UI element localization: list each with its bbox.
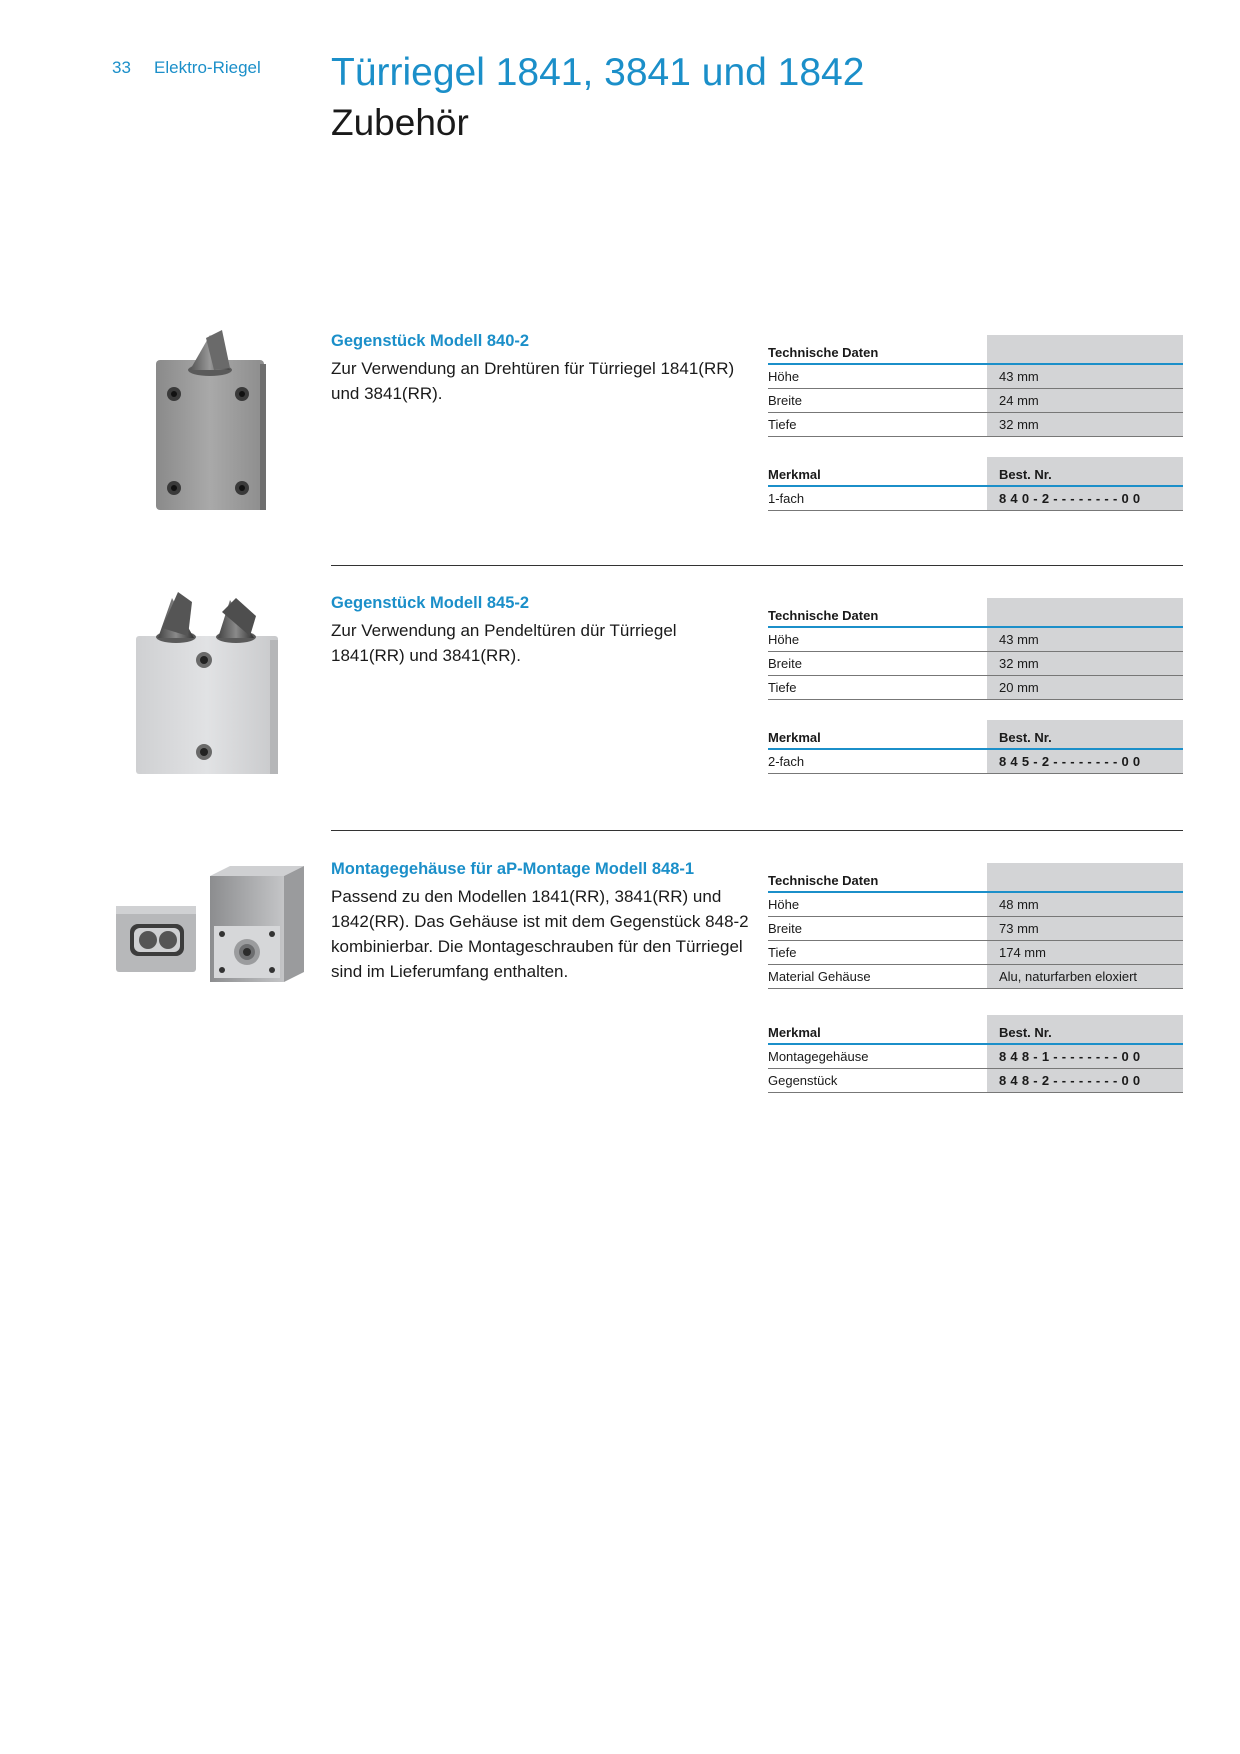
order-number: 840-2--------00 <box>987 486 1183 511</box>
spec-label: Tiefe <box>768 412 987 437</box>
spec-label: Tiefe <box>768 940 987 965</box>
spec-label: Material Gehäuse <box>768 964 987 989</box>
spec-label: Höhe <box>768 364 987 389</box>
table-header: Technische Daten <box>768 335 987 365</box>
spec-label: Breite <box>768 388 987 413</box>
order-number: 848-2--------00 <box>987 1068 1183 1093</box>
table-header: Technische Daten <box>768 863 987 893</box>
table-header-row: Technische Daten <box>768 335 1183 365</box>
spec-value: 73 mm <box>987 916 1183 941</box>
spec-label: Höhe <box>768 627 987 652</box>
spec-label: Tiefe <box>768 675 987 700</box>
product-image-845-2 <box>136 592 278 774</box>
product-title: Gegenstück Modell 845-2 <box>331 594 530 612</box>
page-title: Türriegel 1841, 3841 und 1842 <box>331 51 865 94</box>
product-title: Gegenstück Modell 840-2 <box>331 332 530 350</box>
order-label: 2-fach <box>768 749 987 774</box>
table-header: Merkmal <box>768 720 987 750</box>
table-header-row: Merkmal Best. Nr. <box>768 720 1183 750</box>
table-header-empty <box>987 863 1183 893</box>
table-header-row: Merkmal Best. Nr. <box>768 1015 1183 1045</box>
table-header-empty <box>987 335 1183 365</box>
table-header: Technische Daten <box>768 598 987 628</box>
order-label: Gegenstück <box>768 1068 987 1093</box>
section-divider <box>331 565 1183 566</box>
product-image-840-2 <box>156 330 266 510</box>
spec-value: 32 mm <box>987 651 1183 676</box>
spec-value: 43 mm <box>987 364 1183 389</box>
product-image-848-1 <box>116 866 304 982</box>
spec-value: Alu, naturfarben eloxiert <box>987 964 1183 989</box>
spec-value: 174 mm <box>987 940 1183 965</box>
spec-label: Breite <box>768 651 987 676</box>
table-header-row: Technische Daten <box>768 598 1183 628</box>
table-header: Merkmal <box>768 1015 987 1045</box>
spec-value: 32 mm <box>987 412 1183 437</box>
product-description: Passend zu den Modellen 1841(RR), 3841(R… <box>331 887 749 981</box>
order-label: Montagegehäuse <box>768 1044 987 1069</box>
order-number: 848-1--------00 <box>987 1044 1183 1069</box>
spec-value: 20 mm <box>987 675 1183 700</box>
page-subtitle: Zubehör <box>331 102 469 143</box>
order-number: 845-2--------00 <box>987 749 1183 774</box>
product-description: Zur Verwendung an Drehtüren für Türriege… <box>331 359 735 403</box>
table-header: Best. Nr. <box>987 457 1183 487</box>
spec-label: Höhe <box>768 892 987 917</box>
spec-value: 24 mm <box>987 388 1183 413</box>
order-label: 1-fach <box>768 486 987 511</box>
page-number: 33 <box>112 58 131 77</box>
spec-value: 48 mm <box>987 892 1183 917</box>
table-header-row: Merkmal Best. Nr. <box>768 457 1183 487</box>
product-title: Montagegehäuse für aP-Montage Modell 848… <box>331 860 695 878</box>
section-divider <box>331 830 1183 831</box>
spec-value: 43 mm <box>987 627 1183 652</box>
table-header-empty <box>987 598 1183 628</box>
table-header: Best. Nr. <box>987 720 1183 750</box>
table-header: Merkmal <box>768 457 987 487</box>
table-header: Best. Nr. <box>987 1015 1183 1045</box>
page-header: 33 Elektro-Riegel Türriegel 1841, 3841 u… <box>0 0 1240 143</box>
table-header-row: Technische Daten <box>768 863 1183 893</box>
section-label: Elektro-Riegel <box>154 58 261 77</box>
product-description: Zur Verwendung an Pendeltüren dür Türrie… <box>331 621 677 665</box>
spec-label: Breite <box>768 916 987 941</box>
